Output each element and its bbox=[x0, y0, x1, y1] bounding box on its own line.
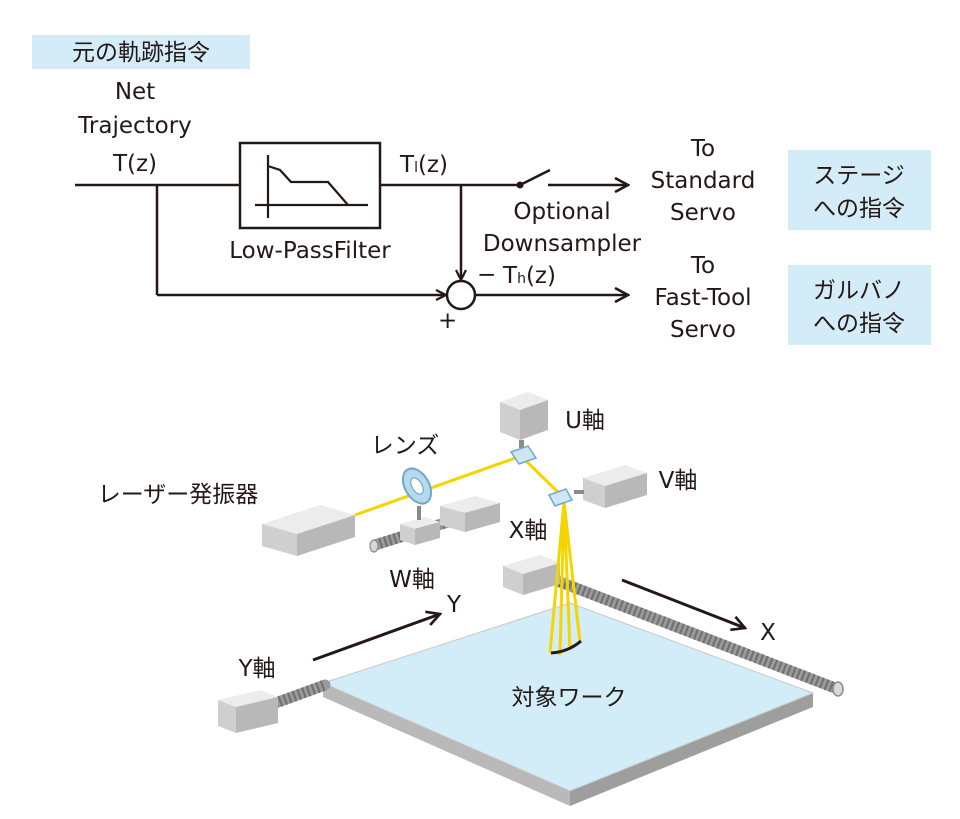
out2-fast-tool: Fast-Tool bbox=[654, 285, 751, 311]
x-arrow-label: X bbox=[760, 620, 776, 646]
w-axis-carriage bbox=[400, 506, 440, 545]
laser-oscillator bbox=[262, 505, 355, 556]
high-signal-label: Th(z) bbox=[502, 263, 556, 289]
u-axis-mirror bbox=[509, 445, 538, 465]
y-axis-screw bbox=[264, 679, 331, 711]
title-label: 元の軌跡指令 bbox=[72, 40, 210, 66]
stage-command-line2: への指令 bbox=[813, 196, 905, 222]
switch-lever bbox=[519, 168, 551, 187]
stage-command-line1: ステージ bbox=[813, 163, 905, 189]
v-axis-mirror bbox=[547, 488, 574, 507]
y-axis-motor bbox=[218, 690, 278, 733]
low-signal-label: Tl(z) bbox=[399, 152, 448, 178]
out2-to: To bbox=[690, 253, 715, 279]
u-axis-motor bbox=[500, 392, 548, 448]
workpiece-plate bbox=[321, 602, 815, 806]
title-box bbox=[32, 35, 250, 69]
y-arrow-label: Y bbox=[446, 592, 462, 618]
low-pass-filter-block bbox=[238, 141, 382, 230]
filter-label: Low-PassFilter bbox=[229, 238, 391, 264]
v-axis-label: V軸 bbox=[659, 468, 698, 494]
plus-sign: + bbox=[438, 308, 457, 334]
minus-sign: − bbox=[477, 262, 496, 288]
w-axis-motor bbox=[440, 496, 500, 532]
x-axis-motor bbox=[503, 555, 560, 595]
x-direction-arrow bbox=[621, 578, 745, 628]
lens-label: レンズ bbox=[371, 433, 440, 459]
laser-beam bbox=[354, 454, 582, 656]
out1-standard: Standard bbox=[651, 168, 756, 194]
galvo-command-line2: への指令 bbox=[813, 311, 905, 337]
out1-servo: Servo bbox=[670, 200, 736, 226]
lens bbox=[401, 467, 433, 505]
input-label-net: Net bbox=[115, 79, 155, 105]
galvo-command-line1: ガルバノ bbox=[813, 278, 905, 304]
filter-response-icon bbox=[255, 155, 368, 218]
galvo-command-box bbox=[788, 265, 931, 345]
sampler-label-downsampler: Downsampler bbox=[483, 231, 642, 257]
w-axis-label: W軸 bbox=[389, 567, 435, 593]
summing-junction bbox=[445, 279, 477, 311]
u-axis-label: U軸 bbox=[565, 408, 605, 434]
workpiece-label: 対象ワーク bbox=[512, 685, 627, 711]
out2-servo: Servo bbox=[670, 317, 736, 343]
laser-label: レーザー発振器 bbox=[98, 482, 259, 508]
y-direction-arrow bbox=[312, 614, 440, 662]
out1-to: To bbox=[690, 136, 715, 162]
stage-command-box bbox=[788, 150, 931, 230]
x-axis-screw bbox=[549, 574, 844, 697]
input-signal-label: T(z) bbox=[112, 151, 157, 177]
sampler-label-optional: Optional bbox=[513, 199, 610, 225]
y-axis-label: Y軸 bbox=[237, 656, 275, 682]
x-axis-label: X軸 bbox=[509, 518, 548, 544]
input-label-trajectory: Trajectory bbox=[77, 113, 192, 139]
v-axis-motor bbox=[574, 465, 647, 508]
